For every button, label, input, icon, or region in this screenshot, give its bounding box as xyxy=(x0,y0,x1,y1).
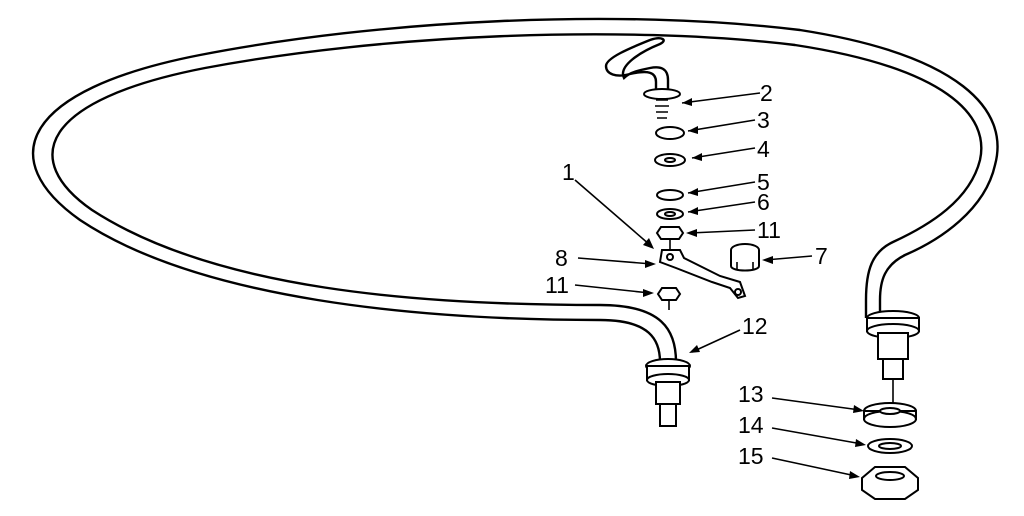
callout-7: 7 xyxy=(815,243,828,269)
callout-11-upper: 11 xyxy=(757,217,781,243)
callout-15: 15 xyxy=(738,443,764,469)
left-terminal xyxy=(645,358,691,427)
right-terminal xyxy=(866,310,920,405)
hook-screw xyxy=(604,37,681,119)
cap xyxy=(730,243,760,272)
bracket xyxy=(658,249,747,300)
callout-11-lower: 11 xyxy=(545,272,569,298)
heating-element-tube xyxy=(31,17,999,363)
callout-6: 6 xyxy=(757,189,770,215)
callout-5: 5 xyxy=(757,169,770,195)
callout-2: 2 xyxy=(760,80,773,106)
lower-nut xyxy=(656,287,682,310)
callout-13: 13 xyxy=(738,381,764,407)
callout-14: 14 xyxy=(738,412,764,438)
callout-3: 3 xyxy=(757,107,770,133)
washer-stack xyxy=(654,126,686,250)
callout-12: 12 xyxy=(742,313,768,339)
leader-lines xyxy=(574,92,866,479)
right-fasteners xyxy=(861,402,919,500)
callout-1: 1 xyxy=(562,159,575,185)
callout-4: 4 xyxy=(757,136,770,162)
callout-8: 8 xyxy=(555,245,568,271)
